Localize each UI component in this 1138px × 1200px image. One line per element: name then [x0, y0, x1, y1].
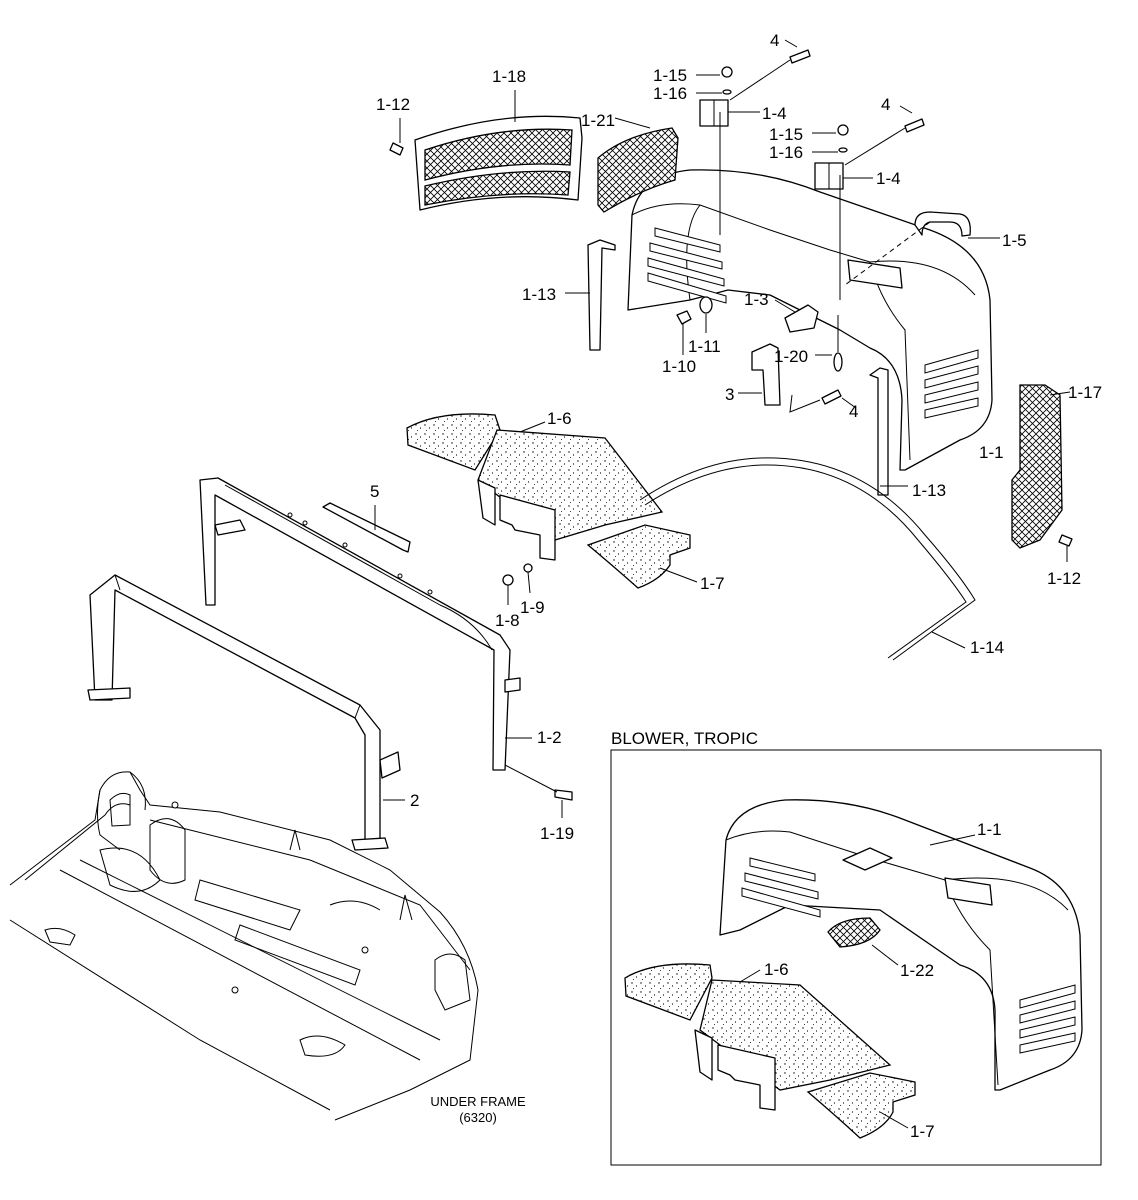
label-1-12-right: 1-12: [1047, 569, 1081, 588]
screw-1-12-right: [1058, 534, 1073, 562]
label-1-16-right: 1-16: [769, 143, 803, 162]
label-1-1: 1-1: [979, 443, 1004, 462]
label-1-5: 1-5: [1002, 231, 1027, 250]
label-1-12-left: 1-12: [376, 95, 410, 114]
bolt-4-lower: [789, 389, 857, 413]
pin-1-8: [502, 574, 514, 605]
inset-title: BLOWER, TROPIC: [611, 729, 758, 748]
label-1-15-right: 1-15: [769, 125, 803, 144]
hinge-upper: [699, 99, 760, 235]
label-1-9: 1-9: [520, 598, 545, 617]
label-1-18: 1-18: [492, 67, 526, 86]
under-frame-label: UNDER FRAME: [430, 1094, 526, 1109]
label-1-13-left: 1-13: [522, 285, 556, 304]
label-5: 5: [370, 482, 379, 501]
screw-1-15-upper: [696, 66, 733, 78]
inset-vent-1-22: [827, 917, 899, 966]
inset-blower-tropic: BLOWER, TROPIC: [610, 729, 1102, 1166]
label-2: 2: [410, 791, 419, 810]
label-1-8: 1-8: [495, 611, 520, 630]
inset-label-1-7: 1-7: [910, 1122, 935, 1141]
label-4-lower: 4: [849, 402, 858, 421]
label-1-4-upper: 1-4: [762, 104, 787, 123]
screw-1-12-left: [389, 118, 404, 156]
hood-left-louvers: [647, 227, 727, 304]
label-1-19: 1-19: [540, 824, 574, 843]
label-1-11: 1-11: [688, 337, 721, 356]
handle: [844, 211, 1000, 286]
label-3: 3: [725, 385, 734, 404]
label-1-10: 1-10: [662, 357, 696, 376]
bolt-1-19: [504, 764, 573, 818]
inset-label-1-22: 1-22: [900, 961, 934, 980]
inset-label-1-1: 1-1: [977, 820, 1002, 839]
inset-engine-hood: [719, 799, 1083, 1091]
nut-1-10: [676, 310, 692, 355]
pin-1-9: [523, 563, 533, 594]
washer-1-16-right: [812, 147, 848, 153]
seal-1-13-left: [565, 239, 616, 351]
frame-1-2: [199, 477, 532, 771]
part-labels: 4 1-15 1-16 1-18 1-12 1-4 1-21 4 1-15 1-…: [370, 31, 1102, 843]
label-1-13-right: 1-13: [912, 481, 946, 500]
label-1-4-right: 1-4: [876, 169, 901, 188]
under-frame: [9, 771, 479, 1121]
label-4-top: 4: [770, 31, 779, 50]
label-1-2: 1-2: [537, 728, 562, 747]
inset-floor-mat-1-7: [806, 1072, 916, 1139]
frame-2: [87, 574, 405, 851]
screw-1-15-right: [812, 124, 849, 136]
grille-1-18: [414, 90, 583, 211]
floor-mat-1-7: [586, 524, 698, 589]
hood-right-louvers: [924, 349, 979, 419]
bolt-1-20: [815, 315, 843, 372]
label-1-6: 1-6: [547, 409, 572, 428]
label-4-right: 4: [881, 95, 890, 114]
washer-1-11: [699, 296, 713, 333]
label-1-21: 1-21: [581, 111, 615, 130]
label-1-14: 1-14: [970, 638, 1004, 657]
bolt-4-upper: [729, 39, 811, 101]
frame-1-2-holes: [287, 512, 433, 595]
seal-1-14: [639, 457, 976, 661]
floor-mat-1-6: [406, 413, 664, 561]
seal-5: [322, 502, 411, 553]
bracket-3: [738, 343, 781, 406]
hinge-lower: [814, 162, 873, 300]
grille-1-21: [597, 117, 679, 213]
label-1-7: 1-7: [700, 574, 725, 593]
label-1-15-upper: 1-15: [653, 66, 687, 85]
label-1-20: 1-20: [774, 347, 808, 366]
latch: [774, 299, 819, 333]
label-1-3: 1-3: [744, 290, 769, 309]
inset-floor-mat-1-6: [624, 963, 892, 1111]
label-1-17: 1-17: [1068, 383, 1102, 402]
grille-1-17: [1011, 384, 1071, 549]
under-frame-code: (6320): [459, 1110, 497, 1125]
washer-1-16-upper: [696, 89, 732, 95]
label-1-16-upper: 1-16: [653, 84, 687, 103]
inset-label-1-6: 1-6: [764, 960, 789, 979]
seal-1-13-right: [869, 367, 908, 496]
engine-hood: [627, 169, 993, 471]
bolt-4-right: [844, 105, 925, 166]
